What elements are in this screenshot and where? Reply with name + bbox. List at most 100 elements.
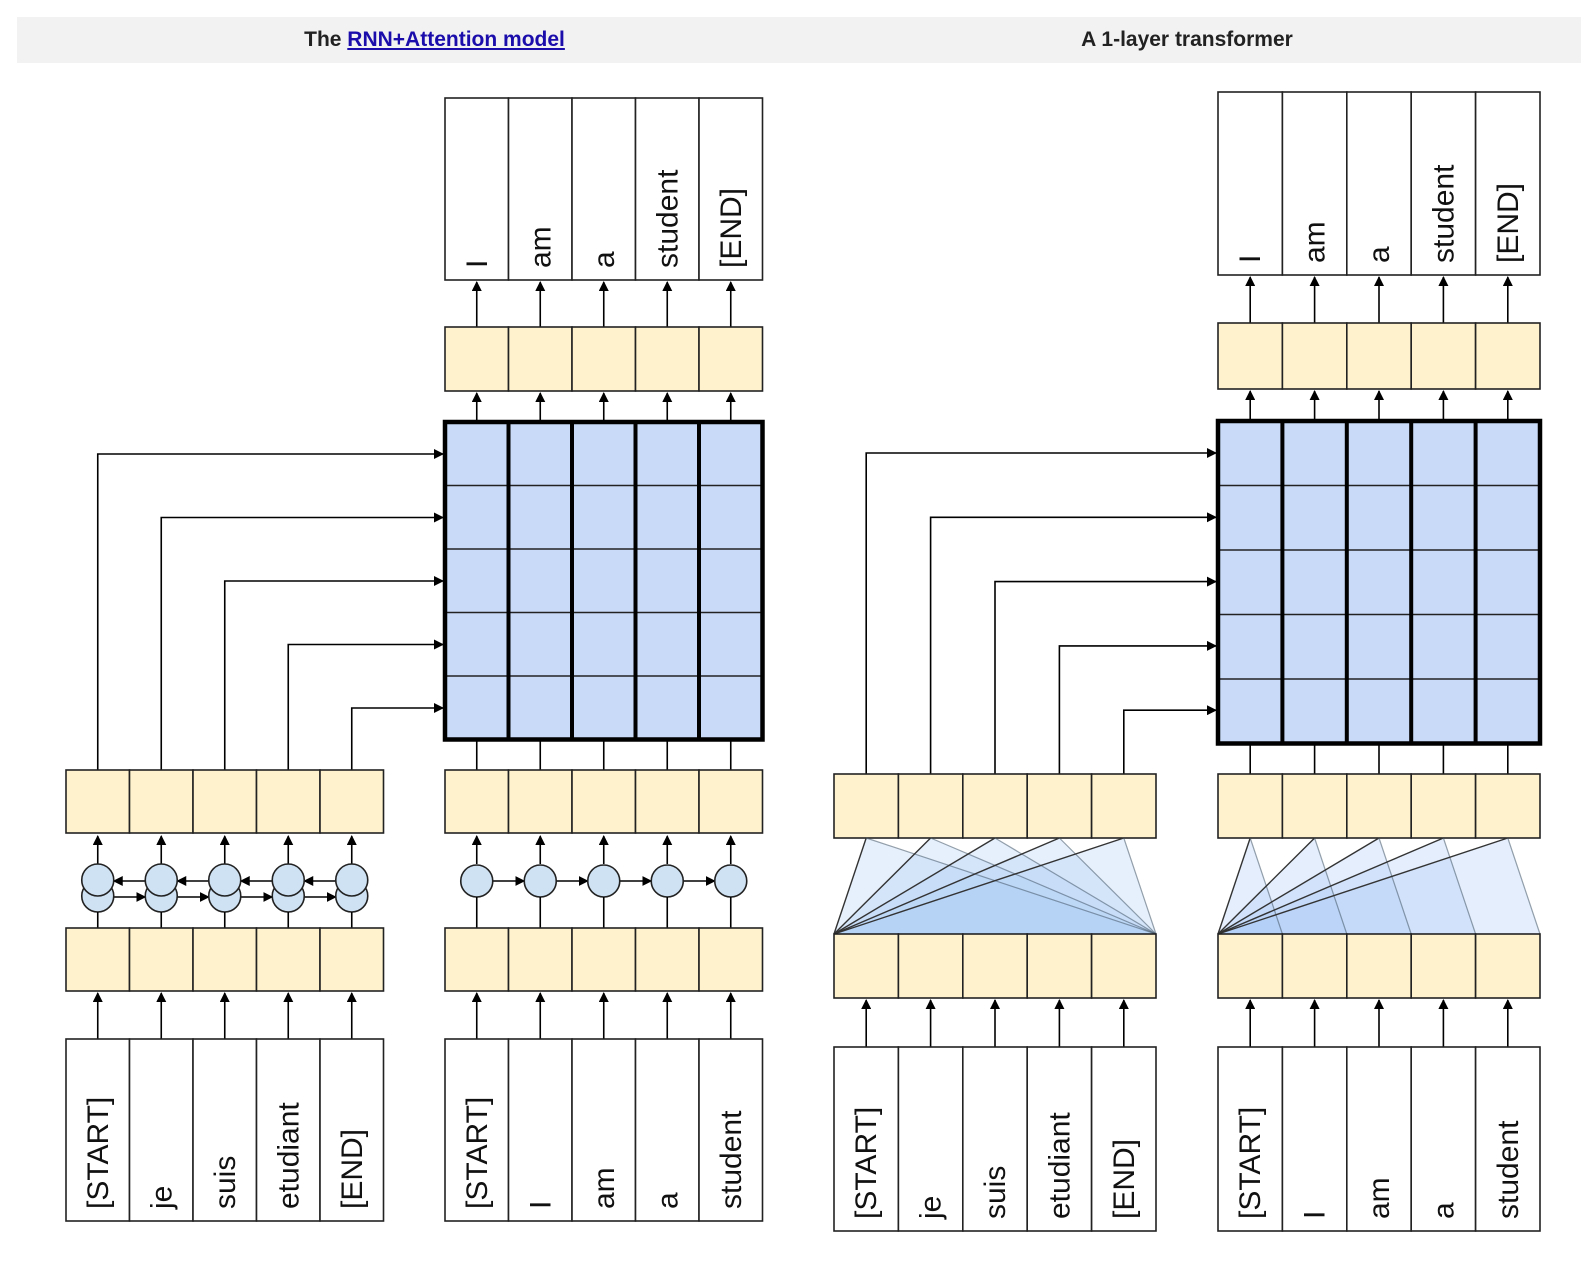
attention-border [1215, 418, 1543, 746]
embedding-cell [1026, 773, 1093, 839]
embedding-cell [1346, 933, 1413, 999]
rnn-cell [713, 864, 748, 898]
rnn-decoder-output-tokens-cell [571, 97, 637, 281]
token-label: am [524, 226, 557, 268]
token-label: [START] [461, 1097, 494, 1209]
rnn-cell [80, 863, 115, 897]
encoder-to-attention-arrow [994, 576, 1217, 774]
causal-attention-edge [1217, 837, 1251, 935]
attention-border [442, 419, 765, 742]
self-attention-edge [833, 837, 867, 935]
token-label: student [651, 169, 684, 268]
rnn-decoder-state-embedding [444, 769, 764, 834]
embedding-cell [255, 927, 321, 992]
embedding-cell [192, 769, 258, 834]
embedding-cell [1281, 773, 1348, 839]
embedding-cell [961, 933, 1028, 999]
rnn-cell [523, 864, 558, 898]
embedding-cell [507, 769, 573, 834]
embedding-cell [192, 927, 258, 992]
encoder-to-attention-arrow [160, 512, 444, 770]
embedding-cell [634, 927, 700, 992]
causal-attention-edge [1217, 837, 1444, 935]
token-label: I [524, 1201, 557, 1209]
encoder-to-attention-arrow [1123, 705, 1217, 774]
embedding-cell [1217, 773, 1284, 839]
token-label: je [145, 1186, 178, 1210]
token-label: suis [209, 1156, 242, 1209]
encoder-to-attention-arrow [865, 448, 1217, 774]
embedding-cell [1474, 773, 1541, 839]
embedding-cell [1346, 322, 1413, 390]
token-label: a [1363, 246, 1396, 263]
token-label: a [1427, 1202, 1460, 1219]
token-label: am [1299, 221, 1332, 263]
transformer-encoder-input-tokens-cell [961, 1046, 1028, 1232]
causal-attention-edge [1217, 837, 1509, 935]
embedding-cell [65, 927, 131, 992]
embedding-cell [1281, 322, 1348, 390]
embedding-cell [1217, 322, 1284, 390]
self-attention-edge [833, 837, 1125, 935]
embedding-cell [634, 769, 700, 834]
embedding-cell [698, 927, 764, 992]
encoder-to-attention-arrow [287, 639, 444, 770]
embedding-cell [833, 773, 900, 839]
embedding-cell [897, 773, 964, 839]
causal-attention-wedge [1218, 838, 1540, 934]
self-attention-edge [833, 837, 996, 935]
token-label: je [915, 1196, 948, 1220]
token-label: student [1427, 164, 1460, 263]
rnn-cell [459, 864, 494, 898]
transformer-encoder-input-tokens-cell [1026, 1046, 1093, 1232]
encoder-to-attention-arrow [223, 576, 444, 770]
rnn-decoder-output-tokens-cell [444, 97, 510, 281]
transformer-decoder-output-tokens-cell [1281, 91, 1348, 276]
self-attention-wedge [834, 838, 1156, 934]
transformer-decoder-output-tokens-cell [1474, 91, 1541, 276]
rnn-decoder-input-tokens-cell [571, 1038, 637, 1222]
token-label: am [588, 1167, 621, 1209]
self-attention-wedge [834, 838, 1156, 934]
embedding-cell [319, 927, 385, 992]
rnn-cell [144, 863, 179, 897]
token-label: [START] [1234, 1107, 1267, 1219]
transformer-decoder-input-tokens-cell [1410, 1046, 1477, 1232]
embedding-cell [255, 769, 321, 834]
transformer-decoder-input-embedding [1217, 933, 1541, 999]
rnn-encoder-input-embedding [65, 927, 385, 992]
embedding-cell [128, 927, 194, 992]
embedding-cell [897, 933, 964, 999]
embedding-cell [1090, 773, 1157, 839]
rnn-decoder-output-tokens-cell [507, 97, 573, 281]
token-label: student [715, 1110, 748, 1209]
embedding-cell [1026, 933, 1093, 999]
rnn-encoder-input-tokens-cell [255, 1038, 321, 1222]
embedding-cell [961, 773, 1028, 839]
embedding-cell [65, 769, 131, 834]
token-label: I [1234, 255, 1267, 263]
embedding-cell [634, 326, 700, 392]
embedding-cell [1346, 773, 1413, 839]
transformer-decoder-output-tokens-cell [1217, 91, 1284, 276]
token-label: a [651, 1192, 684, 1209]
embedding-cell [128, 769, 194, 834]
encoder-to-attention-arrow [929, 512, 1217, 774]
token-label: student [1492, 1120, 1525, 1219]
embedding-cell [1410, 322, 1477, 390]
transformer-title: A 1-layer transformer [1081, 28, 1293, 51]
rnn-attention-title: The RNN+Attention model [304, 28, 565, 51]
rnn-decoder-output-embedding [444, 326, 764, 392]
decoder-causal-attention-fan [1217, 837, 1541, 935]
token-label: etudiant [272, 1102, 305, 1209]
token-label: [START] [82, 1097, 115, 1209]
rnn-cell [586, 864, 621, 898]
transformer-decoder-input-tokens-cell [1346, 1046, 1413, 1232]
transformer-decoder-input-tokens-cell [1217, 1046, 1284, 1232]
rnn-attention-model-link[interactable]: RNN+Attention model [347, 28, 565, 51]
rnn-decoder-output-tokens-cell [698, 97, 764, 281]
